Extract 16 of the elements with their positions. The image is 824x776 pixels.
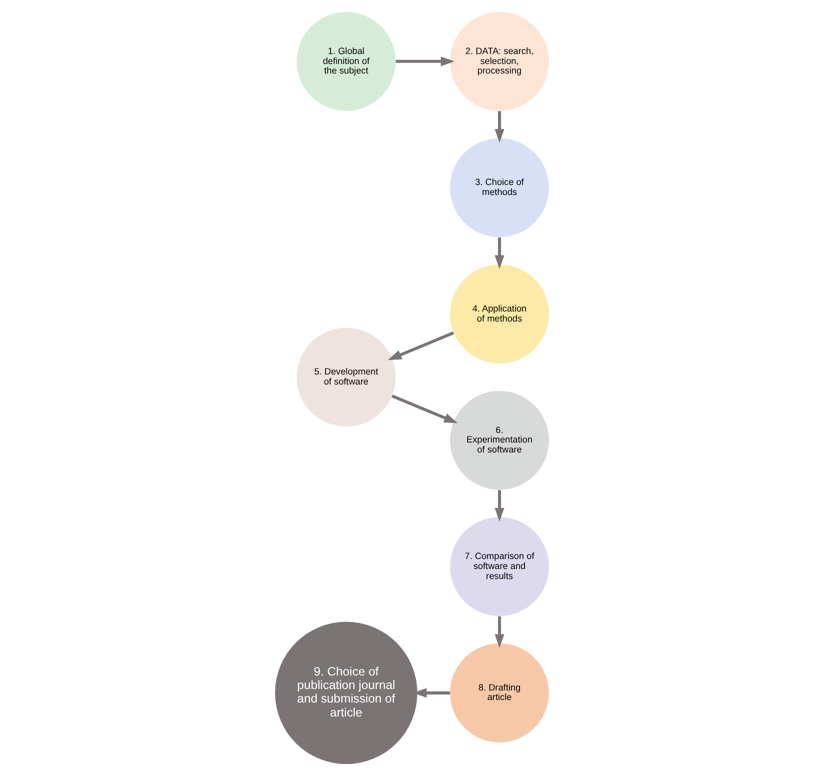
arrow: [494, 111, 504, 143]
node-circle: 3. Choice of methods: [450, 138, 549, 238]
node-circle: 4. Application of methods: [450, 264, 549, 364]
arrow: [494, 237, 504, 270]
node-circle: 9. Choice of publication journal and submission of article: [275, 622, 418, 764]
arrow: [494, 490, 504, 522]
node-circle: 2. DATA: search, selection, processing: [450, 12, 549, 111]
arrow: [392, 394, 458, 424]
arrow: [494, 616, 504, 648]
arrow: [388, 331, 454, 360]
node-circle: 1. Global definition of the subject: [296, 12, 396, 111]
arrow: [396, 56, 455, 66]
node-circle: 7. Comparison of software and results: [450, 517, 549, 616]
node-circle: 8. Drafting article: [450, 643, 549, 742]
node-circle: 6. Experimentation of software: [450, 390, 549, 490]
node-circle: 5. Development of software: [296, 328, 396, 427]
